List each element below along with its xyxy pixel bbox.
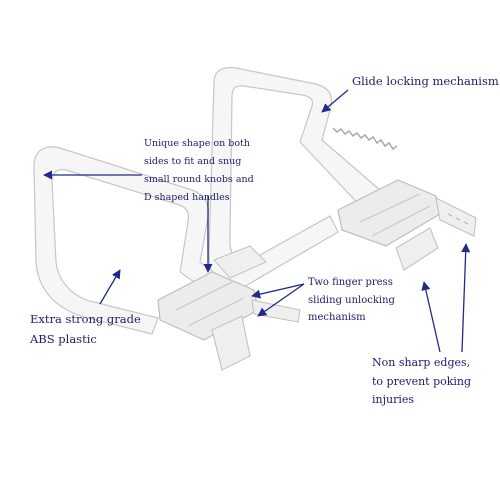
arrow-glide-locking [321, 89, 349, 113]
label-extra-strong: Extra strong grade ABS plastic [30, 312, 141, 347]
arrow-two-finger-b [257, 283, 305, 317]
label-two-finger: Two finger press sliding unlocking mecha… [308, 277, 395, 323]
left-lock-loop [33, 146, 233, 335]
arrow-non-sharp-a [421, 281, 441, 353]
right-lock-ratchet-teeth [332, 127, 398, 151]
right-lock-end-tab [435, 197, 477, 237]
label-glide-locking: Glide locking mechanism [352, 74, 499, 88]
label-non-sharp: Non sharp edges, to prevent poking injur… [372, 356, 472, 407]
arrow-extra-strong [99, 269, 121, 305]
arrow-non-sharp-b [461, 243, 471, 353]
left-lock-slider-bar [211, 315, 251, 371]
arrow-two-finger-a [251, 283, 305, 299]
callout-arrows [43, 89, 471, 353]
left-lock-end-tab [251, 299, 301, 323]
right-lock-end-stub [395, 227, 439, 271]
label-unique-shape: Unique shape on both sides to fit and sn… [144, 138, 254, 204]
